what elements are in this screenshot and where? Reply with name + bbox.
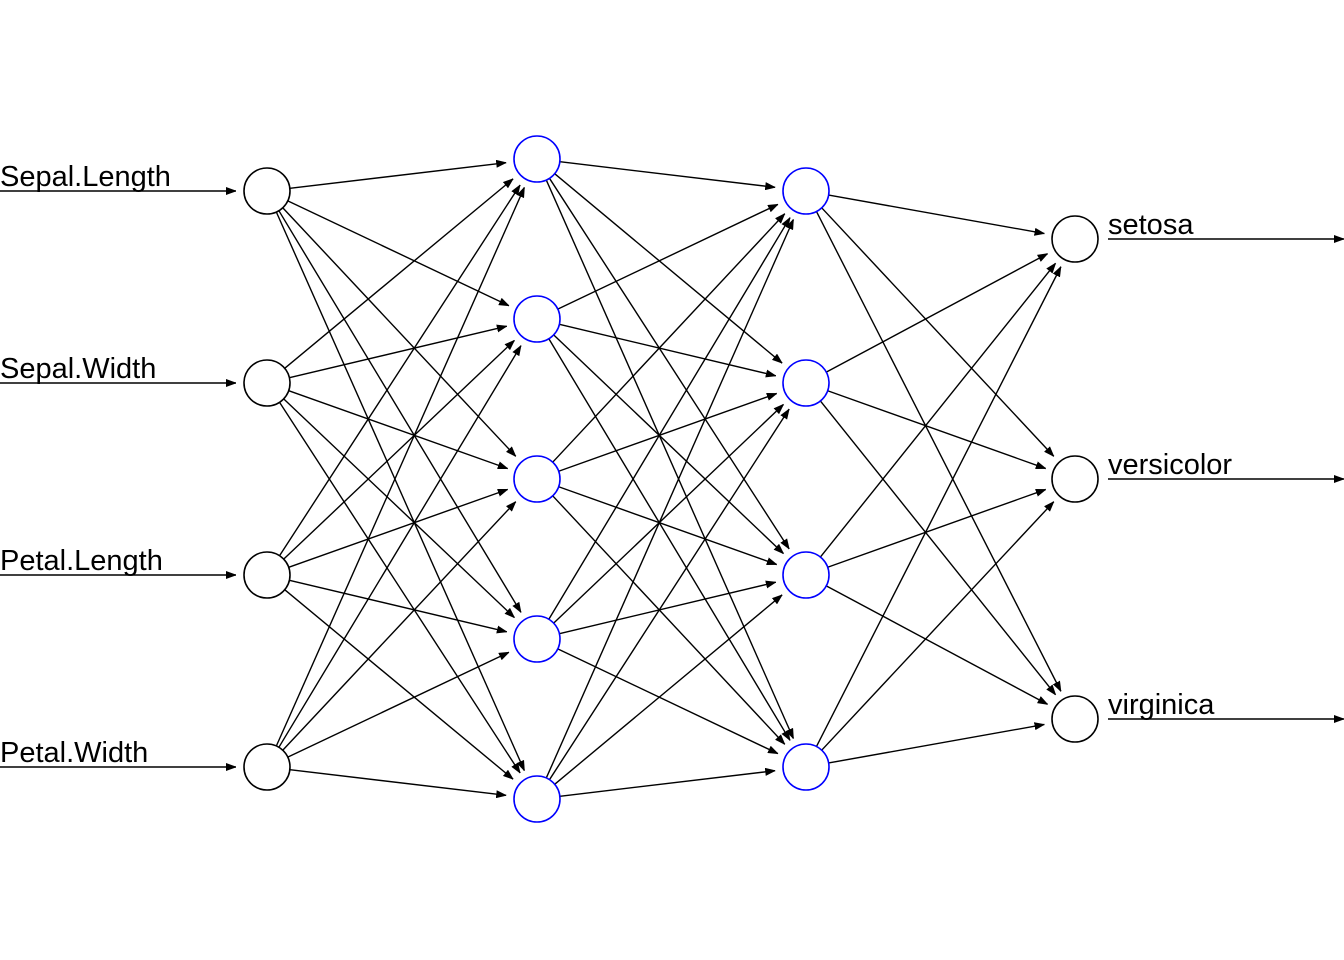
edge-l0-n2-to-n3 xyxy=(289,579,506,632)
edge-l1-n4-to-n0 xyxy=(545,219,795,779)
hidden1-node-3 xyxy=(513,615,561,663)
edge-l1-n4-to-n3 xyxy=(559,771,775,797)
edge-l1-n3-to-n3 xyxy=(557,648,778,755)
edge-l2-n0-to-n2 xyxy=(815,211,1062,691)
edge-l0-n2-to-n4 xyxy=(284,589,513,780)
edge-l1-n0-to-n1 xyxy=(554,173,783,363)
edge-l1-n0-to-n2 xyxy=(548,177,790,549)
edge-l2-n3-to-n2 xyxy=(828,724,1045,764)
edge-l1-n1-to-n1 xyxy=(559,323,775,376)
hidden1-node-1 xyxy=(513,295,561,343)
edge-l2-n2-to-n0 xyxy=(819,263,1055,558)
hidden2-node-2 xyxy=(782,551,830,599)
input-node-0 xyxy=(243,167,291,215)
edge-l0-n0-to-n1 xyxy=(287,200,509,307)
edge-l0-n3-to-n1 xyxy=(278,346,522,748)
edge-l1-n2-to-n1 xyxy=(558,392,777,472)
edge-l1-n3-to-n2 xyxy=(559,582,775,635)
edge-l1-n2-to-n3 xyxy=(552,495,785,745)
input-label: Sepal.Width xyxy=(0,353,156,385)
edge-l0-n0-to-n3 xyxy=(278,210,522,613)
input-label: Petal.Length xyxy=(0,545,163,577)
edge-l1-n0-to-n0 xyxy=(559,161,775,188)
edge-l1-n3-to-n1 xyxy=(553,404,784,624)
output-node-2 xyxy=(1051,695,1099,743)
edge-l0-n3-to-n4 xyxy=(289,769,506,796)
hidden2-node-0 xyxy=(782,167,830,215)
output-node-0 xyxy=(1051,215,1099,263)
output-label: setosa xyxy=(1108,209,1194,241)
edge-l1-n0-to-n3 xyxy=(545,179,795,739)
edge-l1-n4-to-n1 xyxy=(548,409,790,781)
edge-l0-n1-to-n1 xyxy=(289,326,506,379)
edge-l2-n1-to-n1 xyxy=(827,390,1046,470)
edge-l2-n0-to-n0 xyxy=(828,194,1045,234)
edge-l0-n2-to-n1 xyxy=(283,340,515,560)
edge-l1-n2-to-n0 xyxy=(552,214,785,463)
edge-l0-n2-to-n2 xyxy=(288,488,508,568)
edge-l1-n3-to-n0 xyxy=(548,218,791,620)
edge-l2-n1-to-n2 xyxy=(819,400,1055,695)
edge-l0-n1-to-n0 xyxy=(284,179,513,369)
edge-l2-n3-to-n0 xyxy=(815,267,1062,747)
edge-l2-n0-to-n1 xyxy=(821,207,1054,457)
edge-l0-n1-to-n3 xyxy=(283,398,515,618)
edge-l1-n1-to-n2 xyxy=(553,334,784,554)
hidden1-node-2 xyxy=(513,455,561,503)
edge-l0-n1-to-n4 xyxy=(278,401,521,773)
edge-l2-n2-to-n1 xyxy=(827,488,1046,568)
edge-l1-n1-to-n3 xyxy=(548,338,791,741)
edge-l0-n3-to-n2 xyxy=(282,502,516,751)
edge-l0-n3-to-n3 xyxy=(287,651,509,758)
edge-l0-n0-to-n2 xyxy=(282,207,516,457)
edge-l0-n2-to-n0 xyxy=(278,185,521,557)
input-node-3 xyxy=(243,743,291,791)
hidden2-node-1 xyxy=(782,359,830,407)
edge-l0-n0-to-n0 xyxy=(289,163,506,189)
edge-l1-n1-to-n0 xyxy=(557,203,778,310)
edge-l2-n2-to-n2 xyxy=(825,585,1047,705)
edge-l2-n3-to-n1 xyxy=(821,502,1054,751)
input-label: Sepal.Length xyxy=(0,161,171,193)
hidden1-node-4 xyxy=(513,775,561,823)
edge-l0-n3-to-n0 xyxy=(275,187,526,747)
input-node-1 xyxy=(243,359,291,407)
edge-l0-n1-to-n2 xyxy=(288,390,508,470)
edge-l1-n4-to-n2 xyxy=(554,595,783,785)
input-label: Petal.Width xyxy=(0,737,148,769)
output-label: virginica xyxy=(1108,689,1215,721)
hidden2-node-3 xyxy=(782,743,830,791)
edge-l0-n0-to-n4 xyxy=(275,211,526,771)
output-label: versicolor xyxy=(1108,449,1232,481)
input-node-2 xyxy=(243,551,291,599)
output-node-1 xyxy=(1051,455,1099,503)
hidden1-node-0 xyxy=(513,135,561,183)
edge-l1-n2-to-n2 xyxy=(558,486,777,566)
edge-l2-n1-to-n0 xyxy=(825,253,1047,373)
